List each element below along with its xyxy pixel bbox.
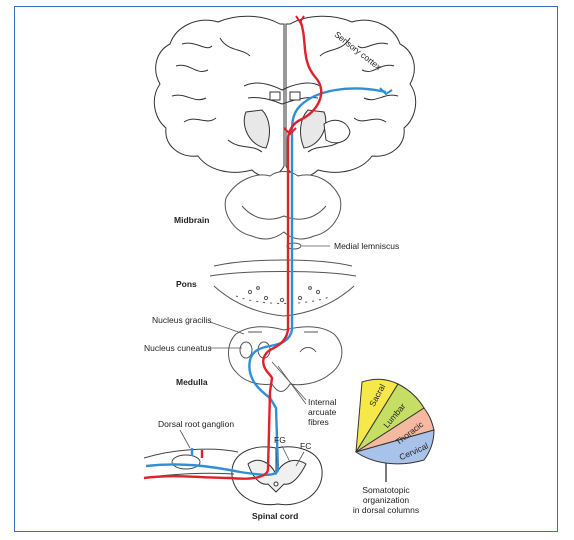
blue-pathway: [145, 87, 387, 476]
spinal-cord-label: Spinal cord: [252, 511, 299, 521]
brain-coronal-section: [153, 15, 417, 177]
figure-frame: [14, 6, 558, 532]
cortex-terminals: [283, 15, 393, 136]
cervical-segment: [354, 429, 435, 465]
somatotopic-label-2: organization: [362, 495, 410, 505]
internal-arcuate-label-1: Internal: [308, 397, 337, 407]
internal-arcuate-label-2: arcuate: [308, 407, 337, 417]
fc-label: FC: [300, 441, 312, 451]
fg-label: FG: [274, 435, 286, 445]
spinal-cord-section: [231, 446, 323, 506]
red-pathway: [143, 19, 323, 480]
nucleus-cuneatus-label: Nucleus cuneatus: [144, 343, 212, 353]
medulla-label: Medulla: [176, 377, 208, 387]
nucleus-gracilis-label: Nucleus gracilis: [152, 315, 212, 325]
midbrain-section: [224, 171, 342, 250]
pons-section: [209, 259, 357, 317]
dorsal-root-ganglion-label: Dorsal root ganglion: [158, 419, 235, 429]
somatotopic-label-3: in dorsal columns: [352, 505, 420, 515]
pons-label: Pons: [176, 279, 197, 289]
medial-lemniscus-label: Medial lemniscus: [334, 241, 400, 251]
midbrain-label: Midbrain: [174, 215, 210, 225]
somatotopic-fan: [354, 378, 435, 465]
internal-arcuate-label-3: fibres: [308, 417, 329, 427]
somatotopic-label-1: Somatotopic: [362, 485, 410, 495]
